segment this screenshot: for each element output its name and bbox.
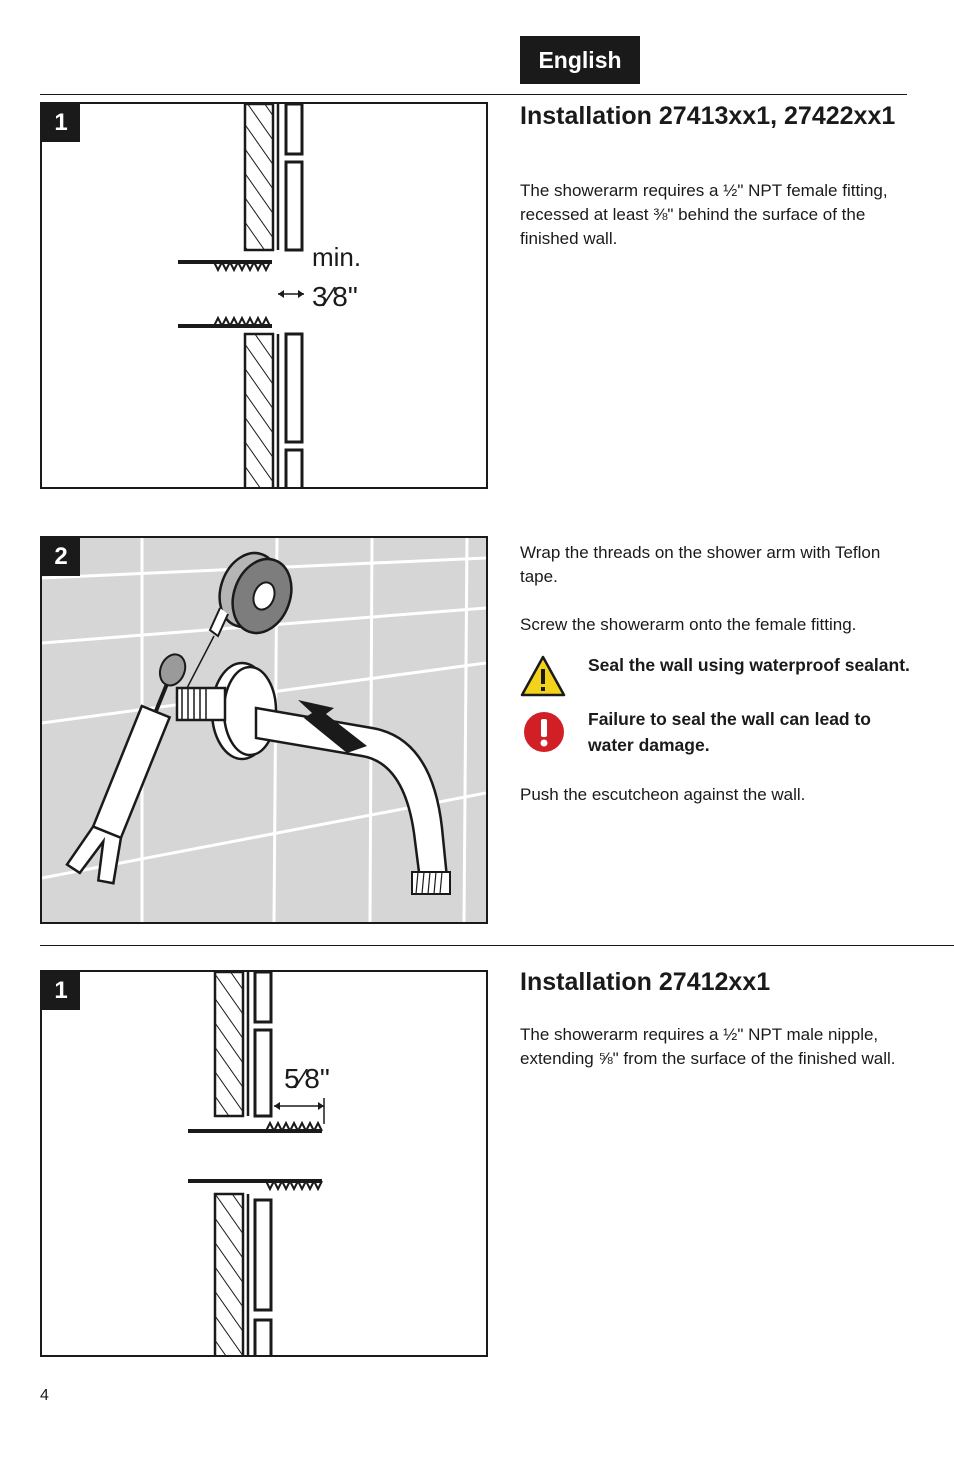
step-number: 1 (42, 972, 80, 1010)
header-rule (40, 94, 907, 95)
step-number: 2 (42, 538, 80, 576)
wall-cross-section-diagram: 5⁄8" (188, 972, 330, 1355)
step-number: 1 (42, 104, 80, 142)
figure-step2-shower-arm: 2 (40, 536, 488, 924)
figure-step1-female-fitting: 1 min. 3⁄8" (40, 102, 488, 489)
caution-text: Seal the wall using waterproof sealant. (588, 655, 910, 675)
exclamation-circle-icon (524, 712, 564, 752)
warning-text: Failure to seal the wall can lead to wat… (588, 709, 871, 755)
dim-min-label: min. (312, 242, 361, 272)
warning-triangle-icon (520, 655, 566, 697)
section-divider (40, 945, 954, 946)
language-tab: English (520, 36, 640, 84)
dim-value-label: 5⁄8" (284, 1063, 330, 1094)
shower-arm (175, 661, 451, 895)
sealant-tube (65, 653, 187, 885)
wall-cross-section-diagram: min. 3⁄8" (178, 104, 361, 487)
teflon-tape-roll (186, 551, 293, 689)
section2-heading: Installation 27412xx1 (520, 968, 771, 996)
section1-heading: Installation 27413xx1, 27422xx1 (520, 102, 896, 130)
step2-instruction-tape: Wrap the threads on the shower arm with … (520, 543, 881, 586)
step1-instruction: The showerarm requires a ½" NPT female f… (520, 181, 888, 248)
page-number: 4 (40, 1387, 49, 1404)
step2-instruction-screw: Screw the showerarm onto the female fitt… (520, 615, 857, 634)
step2-instruction-escutcheon: Push the escutcheon against the wall. (520, 785, 806, 804)
push-arrow-icon (298, 700, 367, 753)
figure-step1-male-nipple: 1 5⁄8" (40, 970, 488, 1357)
section2-step1-instruction: The showerarm requires a ½" NPT male nip… (520, 1025, 896, 1068)
shower-arm-illustration (42, 538, 486, 922)
dim-value-label: 3⁄8" (312, 281, 358, 312)
